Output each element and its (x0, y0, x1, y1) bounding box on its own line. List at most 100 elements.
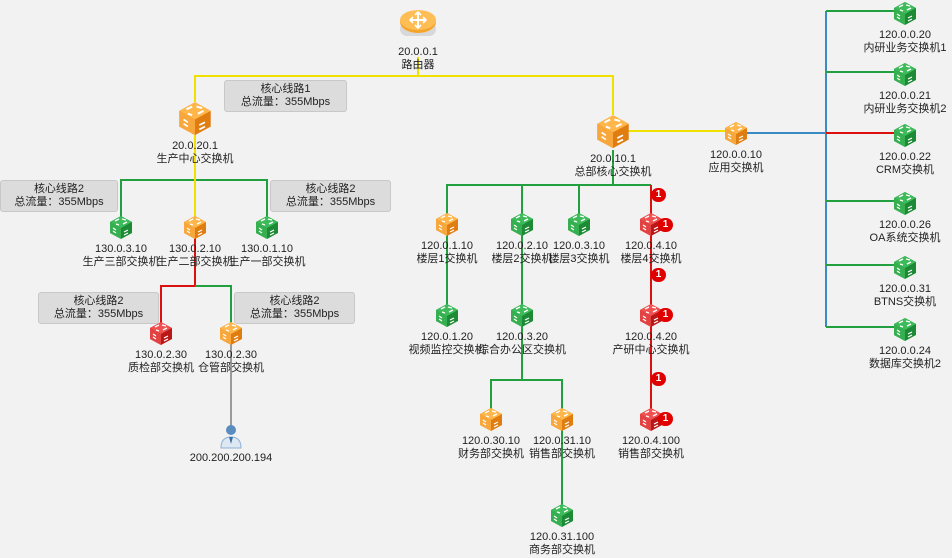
node-ip: 120.0.31.10 (532, 435, 592, 447)
node-ip: 130.0.2.10 (169, 243, 221, 255)
node-ip: 120.0.31.100 (529, 531, 595, 543)
node-name: 楼层3交换机 (548, 253, 610, 265)
alarm-badge[interactable]: 1 (658, 218, 673, 232)
switch-icon[interactable] (508, 210, 536, 238)
alarm-badge[interactable]: 1 (651, 268, 666, 282)
node-name: 内研业务交换机2 (863, 103, 947, 115)
node-ip: 120.0.4.20 (625, 331, 677, 343)
node-name: 总部核心交换机 (574, 166, 652, 178)
node-ip: 120.0.1.10 (421, 240, 473, 252)
switch-icon[interactable] (548, 405, 576, 433)
node-ip: 120.0.1.20 (421, 331, 473, 343)
switch-icon[interactable] (147, 319, 175, 347)
node-ip: 120.0.3.20 (496, 331, 548, 343)
switch-icon[interactable] (891, 0, 919, 27)
node-name: 产研中心交换机 (612, 344, 690, 356)
node-name: 楼层2交换机 (491, 253, 553, 265)
user-icon[interactable] (217, 422, 245, 450)
switch-icon[interactable] (637, 301, 665, 329)
switch-icon[interactable] (107, 213, 135, 241)
node-ip: 120.0.4.10 (625, 240, 677, 252)
node-ip: 130.0.1.10 (241, 243, 293, 255)
switch-icon[interactable] (637, 405, 665, 433)
node-ip: 130.0.3.10 (95, 243, 147, 255)
switch-icon[interactable] (891, 315, 919, 343)
link-tooltip-core1: 核心线路1 总流量：355Mbps (224, 80, 347, 112)
switch-icon[interactable] (508, 301, 536, 329)
node-name: 内研业务交换机1 (863, 42, 947, 54)
tooltip-traffic: 总流量：355Mbps (14, 196, 104, 208)
link-router-prod-core[interactable] (194, 57, 419, 102)
switch-icon[interactable] (217, 319, 245, 347)
switch-icon[interactable] (477, 405, 505, 433)
switch-icon[interactable] (433, 301, 461, 329)
switch-icon[interactable] (565, 210, 593, 238)
link-sales1[interactable] (522, 379, 563, 414)
switch-icon[interactable] (174, 98, 216, 138)
router-icon[interactable] (397, 4, 439, 44)
alarm-badge[interactable]: 1 (651, 372, 666, 386)
link-wh[interactable] (195, 285, 232, 330)
switch-icon[interactable] (891, 253, 919, 281)
switch-icon[interactable] (433, 210, 461, 238)
alarm-badge[interactable]: 1 (658, 412, 673, 426)
switch-icon[interactable] (722, 119, 750, 147)
switch-icon[interactable] (891, 189, 919, 217)
link-router-hq-core[interactable] (418, 75, 614, 115)
tooltip-title: 核心线路2 (305, 183, 356, 195)
tooltip-traffic: 总流量：355Mbps (53, 308, 144, 320)
switch-icon[interactable] (592, 111, 634, 151)
alarm-badge[interactable]: 1 (651, 188, 666, 202)
switch-icon[interactable] (181, 213, 209, 241)
node-ip: 120.0.3.10 (553, 240, 605, 252)
switch-icon[interactable] (637, 210, 665, 238)
switch-icon[interactable] (253, 213, 281, 241)
link-floor-bus[interactable] (446, 184, 651, 220)
link-qc[interactable] (160, 285, 195, 330)
alarm-badge[interactable]: 1 (658, 308, 673, 322)
node-user[interactable]: 200.200.200.194 (190, 425, 272, 464)
switch-icon[interactable] (891, 121, 919, 149)
link-office-bus[interactable] (490, 322, 523, 414)
switch-icon[interactable] (891, 60, 919, 88)
switch-icon[interactable] (548, 501, 576, 529)
